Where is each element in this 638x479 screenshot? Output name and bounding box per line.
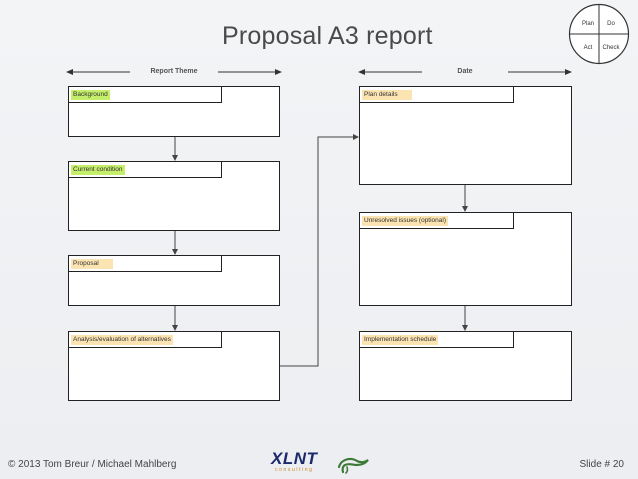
date-label: Date: [457, 68, 473, 75]
plan-details-section[interactable]: Plan details: [359, 86, 572, 185]
section-header: Implementation schedule: [360, 332, 514, 348]
xlnt-logo-subtext: consulting: [275, 467, 314, 473]
arrow-analysis-to-plan: [280, 136, 354, 367]
section-header: Proposal: [69, 256, 222, 272]
pdca-plan-label: Plan: [582, 21, 594, 27]
background-section[interactable]: Background: [68, 86, 280, 137]
background-label: Background: [71, 90, 110, 100]
xlnt-logo: XLNT consulting: [271, 449, 319, 477]
unresolved-issues-label: Unresolved issues (optional): [362, 216, 449, 226]
plan-details-label: Plan details: [362, 90, 412, 100]
pdca-act-label: Act: [584, 45, 593, 51]
implementation-schedule-label: Implementation schedule: [362, 335, 439, 345]
xlnt-logo-text: XLNT: [271, 449, 318, 468]
section-header: Plan details: [360, 87, 514, 103]
section-header: Unresolved issues (optional): [360, 213, 514, 229]
report-theme-label: Report Theme: [150, 68, 198, 75]
bird-logo-icon: [337, 457, 369, 474]
date-arrows: [358, 69, 572, 75]
unresolved-issues-section[interactable]: Unresolved issues (optional): [359, 212, 572, 306]
pdca-do-label: Do: [607, 21, 615, 27]
pdca-circle: Plan Do Act Check: [568, 3, 630, 65]
section-header: Analysis/evaluation of alternatives: [69, 332, 222, 348]
current-condition-label: Current condition: [71, 165, 125, 175]
section-header: Current condition: [69, 162, 222, 178]
analysis-alternatives-label: Analysis/evaluation of alternatives: [71, 335, 173, 345]
proposal-section[interactable]: Proposal: [68, 255, 280, 306]
current-condition-section[interactable]: Current condition: [68, 161, 280, 231]
slide-number: Slide # 20: [579, 459, 624, 470]
slide-title: Proposal A3 report: [222, 22, 433, 50]
proposal-label: Proposal: [71, 259, 113, 269]
report-theme-arrows: [66, 69, 282, 75]
pdca-cycle-diagram: Plan Do Act Check: [568, 3, 630, 65]
implementation-schedule-section[interactable]: Implementation schedule: [359, 331, 572, 401]
copyright-text: © 2013 Tom Breur / Michael Mahlberg: [8, 459, 177, 470]
section-header: Background: [69, 87, 222, 103]
analysis-alternatives-section[interactable]: Analysis/evaluation of alternatives: [68, 331, 280, 401]
pdca-check-label: Check: [602, 45, 620, 51]
